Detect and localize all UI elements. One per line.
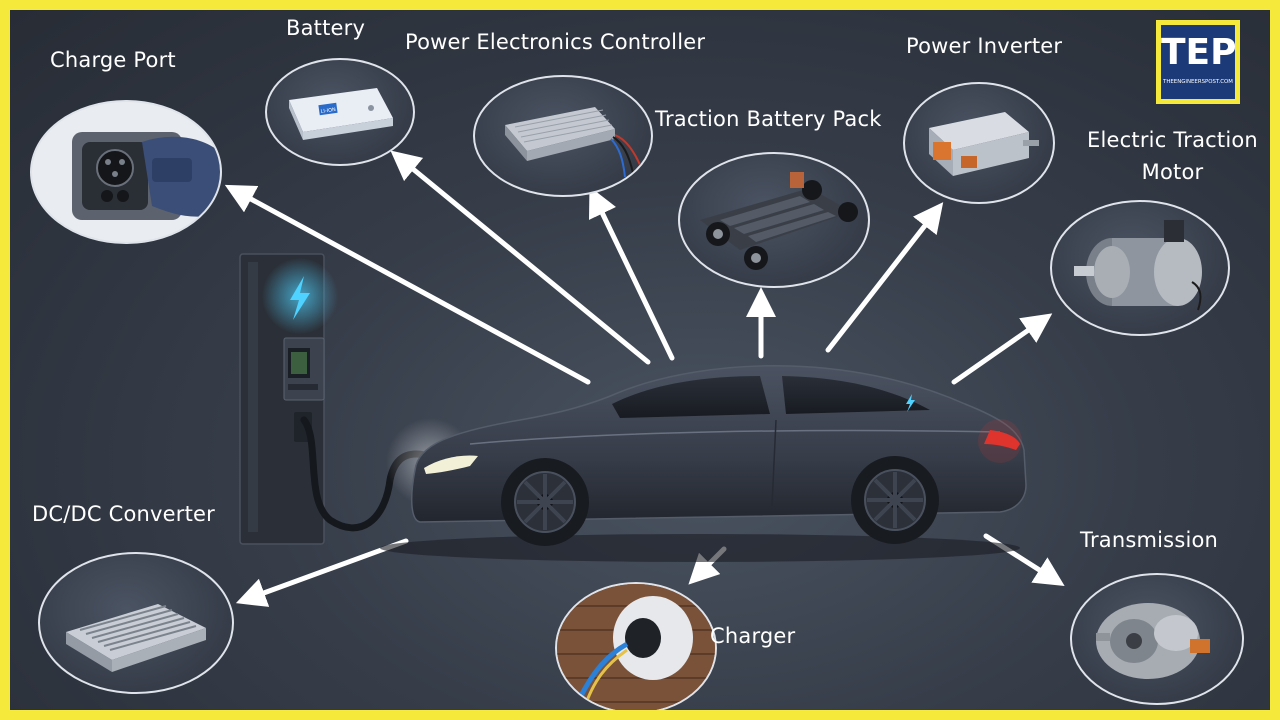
charge-port-bubble (30, 100, 222, 244)
logo-text: TEP (1161, 32, 1237, 73)
tep-logo: TEP THEENGINEERSPOST.COM (1156, 20, 1240, 104)
front-wheel (501, 458, 589, 546)
label-transmission: Transmission (1080, 528, 1219, 552)
station-bolt-icon (290, 276, 310, 320)
charging-station (239, 253, 429, 545)
rear-wheel (851, 456, 939, 544)
arrow-to-battery (390, 150, 651, 365)
power-inverter-bubble (903, 82, 1055, 204)
electric-car (380, 365, 1027, 562)
arrow-to-power-inverter (825, 202, 944, 353)
arrows (224, 150, 1065, 607)
arrow-to-power-electronics-controller (588, 186, 675, 361)
label-traction-battery-pack: Traction Battery Pack (655, 107, 882, 131)
arrow-to-electric-traction-motor (951, 313, 1053, 385)
label-battery: Battery (286, 16, 366, 40)
label-electric-traction-motor-line1: Electric Traction (1087, 128, 1258, 152)
label-electric-traction-motor-line2: Motor (1141, 160, 1204, 184)
car-window (612, 376, 770, 418)
car-bolt-icon (906, 394, 915, 412)
traction-battery-pack-bubble (678, 152, 870, 288)
dc-dc-converter-bubble (38, 552, 234, 694)
battery-module-label: LI-ION (320, 107, 336, 115)
tail-light (984, 430, 1020, 450)
label-charger: Charger (710, 624, 796, 648)
diagram-canvas: LI-ION (10, 10, 1270, 710)
charger-bubble (555, 582, 717, 710)
headlight (424, 455, 478, 474)
electric-traction-motor-bubble (1050, 200, 1230, 336)
label-charge-port: Charge Port (50, 48, 176, 72)
scene-illustration (224, 150, 1065, 607)
label-dc-dc-converter: DC/DC Converter (32, 502, 216, 526)
car-window-rear (782, 376, 930, 414)
arrow-to-charge-port (224, 184, 591, 385)
label-power-inverter: Power Inverter (906, 34, 1063, 58)
arrow-to-dc-dc-converter (235, 538, 409, 607)
arrow-to-transmission (983, 533, 1065, 587)
power-electronics-controller-bubble (473, 75, 653, 197)
logo-subtitle: THEENGINEERSPOST.COM (1163, 79, 1233, 85)
battery-bubble: LI-ION (265, 58, 415, 166)
label-power-electronics-controller: Power Electronics Controller (405, 30, 706, 54)
transmission-bubble (1070, 573, 1244, 705)
